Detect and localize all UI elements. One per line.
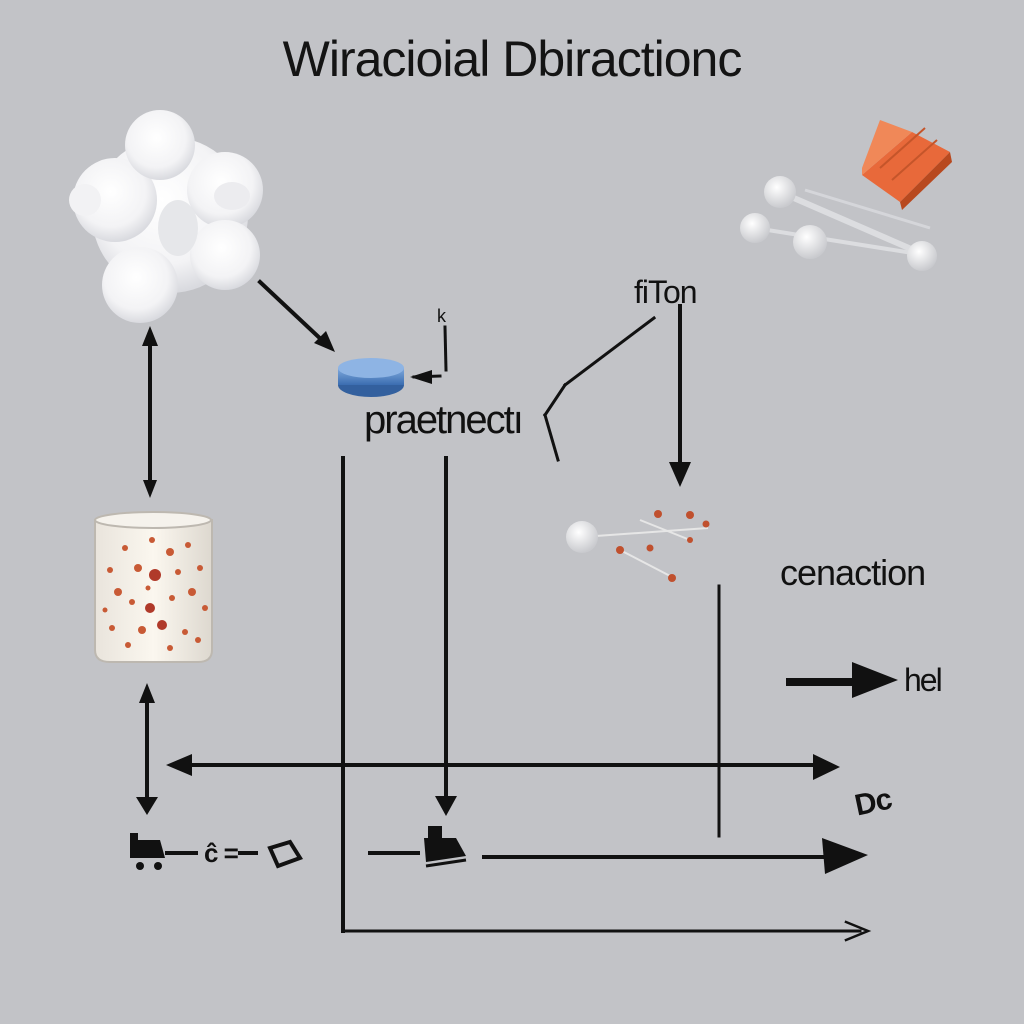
small-k-label: k [437, 306, 446, 326]
fiton-label: fiTon [634, 274, 698, 310]
cenaction-label: cenaction [780, 552, 926, 593]
beaker-icon [94, 511, 213, 663]
puck-icon [338, 358, 404, 397]
scale-icon [238, 839, 304, 869]
connector-lines [136, 279, 898, 942]
cart-icon [130, 833, 198, 870]
diagram-title: Wiracioial Dbiractionc [282, 31, 743, 87]
product-label: praetnectı [364, 398, 524, 442]
cart-icon [368, 826, 467, 868]
molecule-icon [740, 176, 937, 271]
cloud-icon [69, 110, 263, 323]
molecule-icon [566, 510, 710, 582]
equals-label: ĉ = [204, 838, 239, 868]
cube-icon [862, 120, 952, 210]
hel-label: hel [904, 662, 943, 698]
